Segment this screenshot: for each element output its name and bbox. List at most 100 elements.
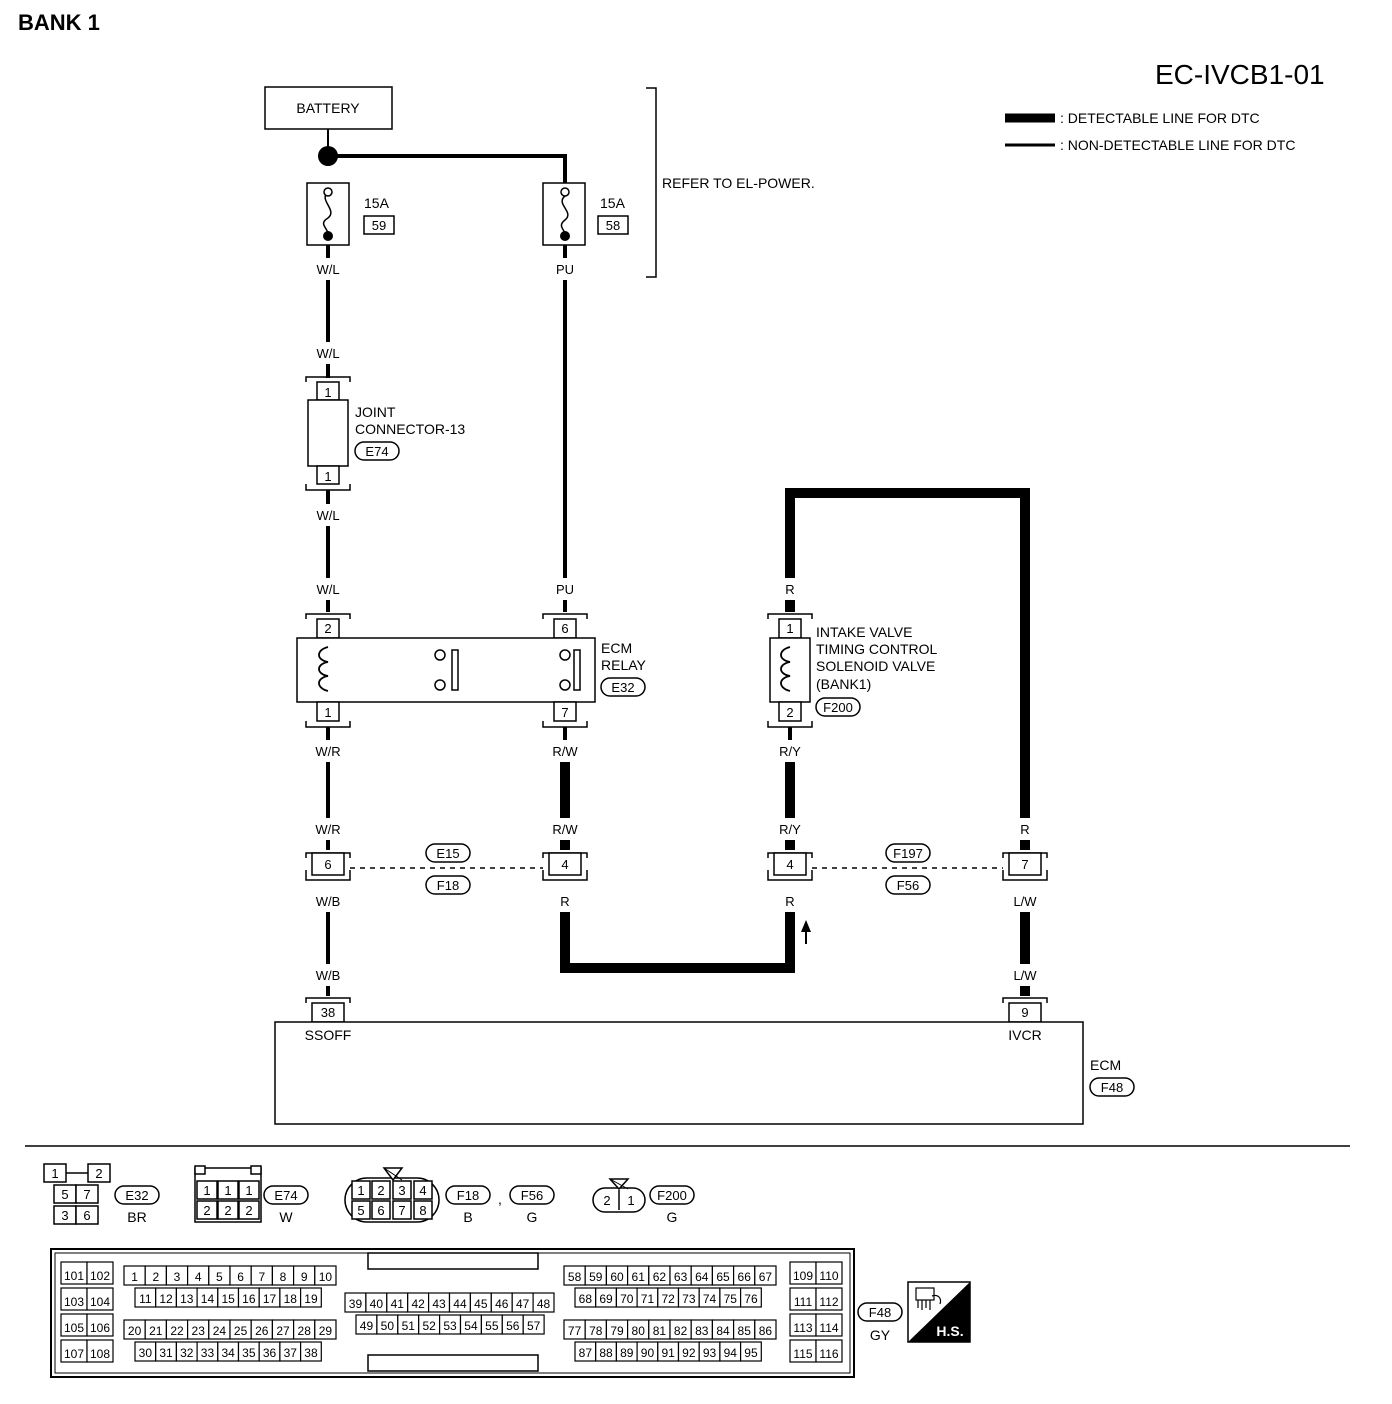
ecm-pin: 84 bbox=[716, 1324, 730, 1338]
e74-pin: 1 bbox=[245, 1183, 252, 1198]
e74-pin: 2 bbox=[224, 1203, 231, 1218]
ecm-pin: 82 bbox=[674, 1324, 688, 1338]
valve-label-3: SOLENOID VALVE bbox=[816, 658, 935, 674]
wire-label-wl-4: W/L bbox=[316, 582, 339, 597]
ecm-pin: 35 bbox=[242, 1346, 256, 1360]
ecm-pin: 73 bbox=[682, 1292, 696, 1306]
ecm-pin: 4 bbox=[195, 1270, 202, 1284]
ecm-pin: 60 bbox=[610, 1270, 624, 1284]
ecm-pin: 106 bbox=[90, 1321, 110, 1335]
ecm-pin-cell bbox=[532, 1292, 555, 1313]
f200-id-pill bbox=[649, 1185, 695, 1205]
wire-label-r-right: R bbox=[1020, 822, 1029, 837]
hs-badge bbox=[907, 1281, 971, 1343]
ecm-pin-cell bbox=[86, 1313, 114, 1337]
ecm-pin: 91 bbox=[661, 1346, 675, 1360]
relay-pin-7: 7 bbox=[561, 705, 568, 720]
ecm-pin: 63 bbox=[674, 1270, 688, 1284]
ecm-pin: 83 bbox=[695, 1324, 709, 1338]
ecm-pin: 42 bbox=[411, 1297, 425, 1311]
ecm-pin: 55 bbox=[485, 1319, 499, 1333]
inline-left-top: E15 bbox=[436, 846, 459, 861]
ecm-pin: 54 bbox=[464, 1319, 478, 1333]
ecm-pin: 7 bbox=[258, 1270, 265, 1284]
ecm-pin-cell bbox=[815, 1339, 843, 1363]
inline-left-top-pill bbox=[425, 843, 471, 863]
wire-label-wl-3: W/L bbox=[316, 508, 339, 523]
ecm-pin: 49 bbox=[360, 1319, 374, 1333]
ecm-pin-cell bbox=[86, 1261, 114, 1285]
valve-id: F200 bbox=[823, 700, 853, 715]
e32-pin: 7 bbox=[83, 1187, 90, 1202]
e32-pin: 6 bbox=[83, 1208, 90, 1223]
f200-connector-view bbox=[592, 1178, 646, 1213]
e74-pin: 2 bbox=[203, 1203, 210, 1218]
ecm-pin: 39 bbox=[349, 1297, 363, 1311]
ecm-pin: 93 bbox=[703, 1346, 717, 1360]
ecm-pin: 44 bbox=[453, 1297, 467, 1311]
ecm-pin: 57 bbox=[527, 1319, 541, 1333]
f18-pin: 1 bbox=[357, 1183, 364, 1198]
ecm-pin: 12 bbox=[159, 1292, 173, 1306]
inline-left-pin-b: 4 bbox=[561, 857, 568, 872]
valve-id-pill bbox=[815, 697, 861, 717]
ecm-pin-cell bbox=[815, 1287, 843, 1311]
ecm-pin: 86 bbox=[759, 1324, 773, 1338]
ecm-pin: 104 bbox=[90, 1295, 110, 1309]
relay-id: E32 bbox=[611, 680, 634, 695]
relay-label-2: RELAY bbox=[601, 657, 647, 673]
ecm-pin: 68 bbox=[579, 1292, 593, 1306]
ecm-pin: 17 bbox=[263, 1292, 277, 1306]
ecm-pin: 88 bbox=[599, 1346, 613, 1360]
legend-detectable: : DETECTABLE LINE FOR DTC bbox=[1060, 110, 1260, 126]
f56-id-pill bbox=[509, 1185, 555, 1205]
ecm-relay-body bbox=[296, 613, 596, 728]
ecm-pin-cell bbox=[86, 1339, 114, 1363]
ecm-pin: 9 bbox=[301, 1270, 308, 1284]
ecm-pin: 58 bbox=[568, 1270, 582, 1284]
battery-label: BATTERY bbox=[296, 100, 360, 116]
ecm-pin: 26 bbox=[255, 1324, 269, 1338]
fuse-58 bbox=[542, 182, 586, 246]
ecm-pin-cell bbox=[314, 1265, 337, 1286]
wire-battery-to-fuse58 bbox=[328, 154, 567, 183]
f18-color: B bbox=[463, 1209, 472, 1225]
ecm-pin: 64 bbox=[695, 1270, 709, 1284]
ecm-pin: 51 bbox=[402, 1319, 416, 1333]
ecm-id-pill bbox=[1089, 1077, 1135, 1097]
ecm-pin: 18 bbox=[284, 1292, 298, 1306]
ecm-pin: 6 bbox=[237, 1270, 244, 1284]
ecm-pin-cell bbox=[314, 1319, 337, 1340]
ecm-pin: 56 bbox=[506, 1319, 520, 1333]
joint-pin-bottom: 1 bbox=[324, 469, 331, 484]
inline-right-top: F197 bbox=[893, 846, 923, 861]
legend-non-detectable: : NON-DETECTABLE LINE FOR DTC bbox=[1060, 137, 1295, 153]
wire-r-loop bbox=[560, 912, 795, 973]
bank-title: BANK 1 bbox=[18, 10, 100, 35]
ecm-pin: 75 bbox=[724, 1292, 738, 1306]
ecm-pin: 79 bbox=[610, 1324, 624, 1338]
ecm-pin: 5 bbox=[216, 1270, 223, 1284]
ecm-pin: 77 bbox=[568, 1324, 582, 1338]
e74-id: E74 bbox=[274, 1188, 297, 1203]
wire-label-wr-2: W/R bbox=[315, 822, 340, 837]
wire-label-rw-2: R/W bbox=[552, 822, 578, 837]
inline-left-bottom-pill bbox=[425, 875, 471, 895]
joint-label-1: JOINT bbox=[355, 404, 396, 420]
ecm-pin: 41 bbox=[391, 1297, 405, 1311]
e74-id-pill bbox=[263, 1185, 309, 1205]
ecm-pin: 53 bbox=[443, 1319, 457, 1333]
ecm-pin: 107 bbox=[64, 1347, 84, 1361]
wire-label-lw-2: L/W bbox=[1013, 968, 1037, 983]
f48-id: F48 bbox=[869, 1305, 891, 1320]
ecm-id: F48 bbox=[1101, 1080, 1123, 1095]
ecm-pin-38: 38 bbox=[321, 1005, 335, 1020]
inline-right-bottom-pill bbox=[885, 875, 931, 895]
f48-color: GY bbox=[870, 1327, 891, 1343]
ecm-pin: 48 bbox=[537, 1297, 551, 1311]
ecm-box bbox=[274, 1021, 1084, 1125]
ecm-pin: 37 bbox=[284, 1346, 298, 1360]
e74-pin: 1 bbox=[224, 1183, 231, 1198]
ecm-pin-cell bbox=[300, 1287, 322, 1308]
ecm-pin: 45 bbox=[474, 1297, 488, 1311]
